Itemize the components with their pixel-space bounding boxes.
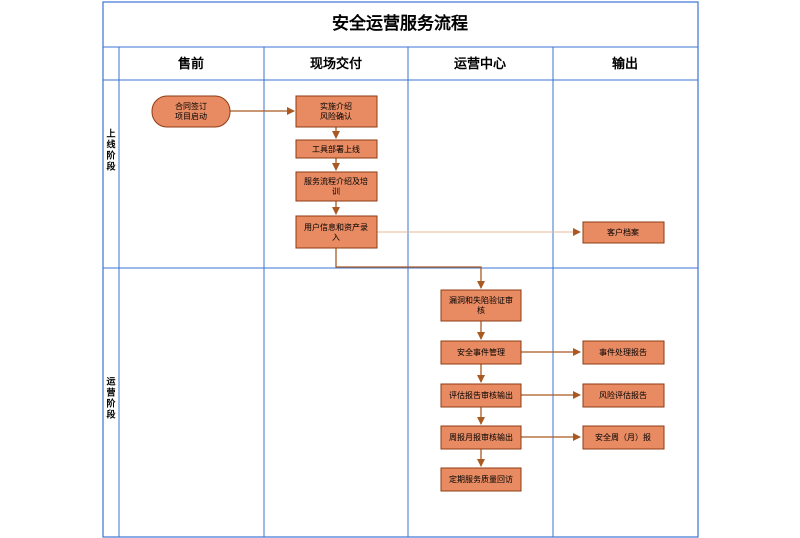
node-label-line: 用户信息和资产录 [304,222,368,232]
node-incident-box [440,340,522,365]
node-label-line: 工具部署上线 [312,144,360,154]
node-eval-box [440,383,522,408]
phase-label-char: 线 [106,139,115,151]
phase-label-char: 阶 [106,150,116,162]
node-implement-label: 实施介绍风险确认 [320,101,352,121]
node-incident-report-box [582,340,665,365]
node-label-line: 周报月报审核输出 [449,432,513,442]
node-contract-label: 合同签订项目启动 [175,101,207,121]
diagram-frame [102,1,699,538]
node-contract-oval [151,95,231,128]
node-label-line: 训 [332,187,340,196]
node-label-line: 客户档案 [607,227,639,237]
node-label-line: 项目启动 [175,111,207,121]
diagram-title: 安全运营服务流程 [332,13,468,34]
node-service-label: 服务流程介绍及培训 [304,176,368,196]
node-risk-report-box [582,383,665,408]
node-weekly-report-label: 安全周（月）报 [595,432,651,442]
phase-label-char: 段 [106,161,116,173]
node-weekly-report-box [582,425,665,450]
node-userinfo-label: 用户信息和资产录入 [304,222,368,242]
node-vuln-label: 漏洞和失陷验证审核 [449,295,513,315]
node-weekly-box [440,425,522,450]
phase-label-char: 营 [106,387,115,399]
lane-header-ops-center: 运营中心 [454,56,506,72]
phase-label-operation: 运营阶段 [106,377,116,421]
node-eval-label: 评估报告审核输出 [449,390,513,400]
node-label-line: 合同签订 [175,101,207,111]
node-weekly-label: 周报月报审核输出 [449,432,513,442]
node-risk-report-label: 风险评估报告 [599,390,647,400]
node-userinfo-box [295,215,378,249]
node-label-line: 漏洞和失陷验证审 [449,295,513,305]
node-label-line: 服务流程介绍及培 [304,176,368,186]
node-tool-label: 工具部署上线 [312,144,360,154]
node-quality-label: 定期服务质量回访 [449,474,513,484]
node-customer-file-box [582,221,665,244]
phase-label-char: 阶 [106,398,116,410]
node-label-line: 评估报告审核输出 [449,390,513,400]
node-label-line: 安全事件管理 [457,347,505,357]
node-label-line: 事件处理报告 [599,347,647,357]
node-label-line: 安全周（月）报 [595,432,651,442]
phase-label-launch: 上线阶段 [106,128,116,173]
node-label-line: 入 [332,233,340,242]
node-incident-report-label: 事件处理报告 [599,347,647,357]
node-label-line: 定期服务质量回访 [449,474,513,484]
node-label-line: 核 [477,305,485,315]
lane-header-presales: 售前 [178,56,204,72]
phase-label-char: 运 [106,377,116,388]
node-label-line: 实施介绍 [320,101,352,111]
lane-header-onsite: 现场交付 [310,56,362,72]
node-vuln-box [440,289,522,322]
phase-label-char: 上 [106,128,115,140]
lane-header-output: 输出 [612,56,638,72]
node-quality-box [440,467,522,492]
node-incident-label: 安全事件管理 [457,347,505,357]
node-customer-file-label: 客户档案 [607,227,639,237]
node-label-line: 风险评估报告 [599,390,647,400]
node-implement-box [295,95,378,128]
node-service-box [295,171,378,202]
node-tool-box [295,139,378,159]
phase-label-char: 段 [106,409,116,421]
node-label-line: 风险确认 [320,111,352,121]
arrow-userinfo-to-vuln-review [335,248,485,289]
